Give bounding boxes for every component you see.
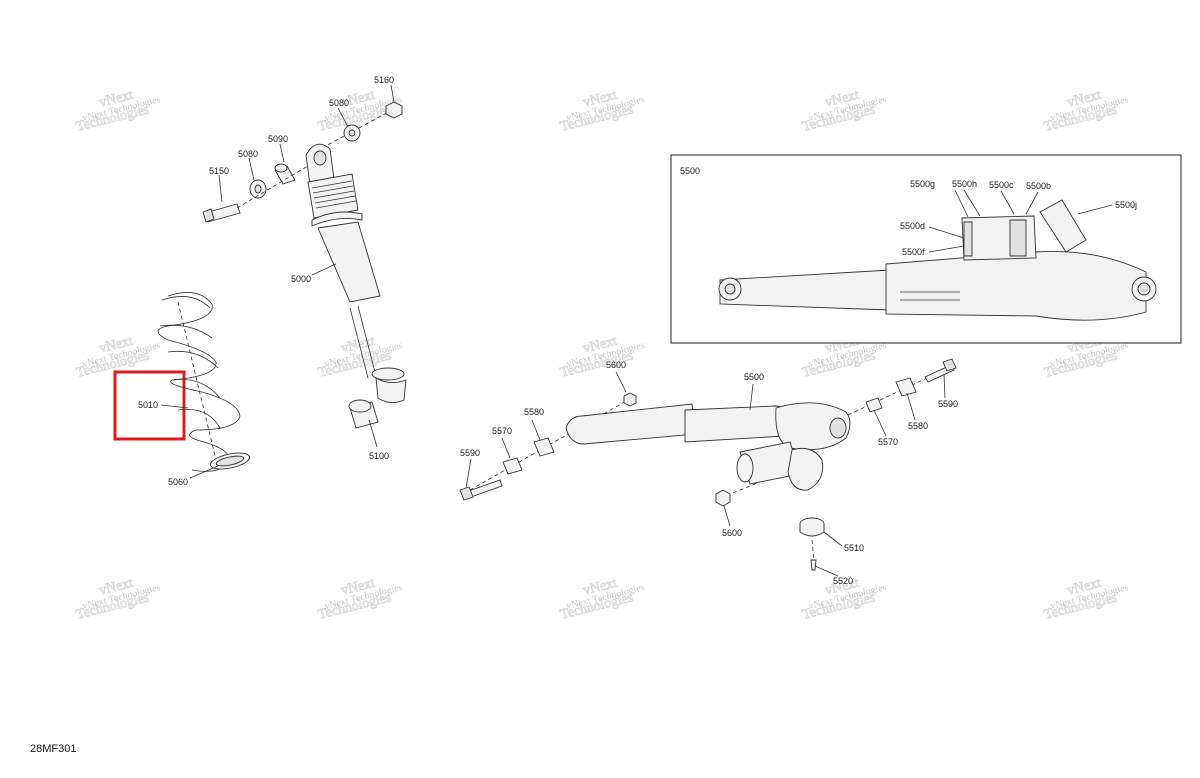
label-5500d[interactable]: 5500d xyxy=(900,221,925,231)
label-5500b[interactable]: 5500b xyxy=(1026,181,1051,191)
bolt-5590-right[interactable] xyxy=(924,358,957,383)
inset-5500 xyxy=(670,154,1182,344)
label-5570-left[interactable]: 5570 xyxy=(492,426,512,436)
adjuster-5510[interactable] xyxy=(799,517,825,537)
bushing-5580-left[interactable] xyxy=(533,437,555,457)
bolt-5150[interactable] xyxy=(202,203,241,223)
label-5500j[interactable]: 5500j xyxy=(1115,200,1137,210)
label-5590-left[interactable]: 5590 xyxy=(460,448,480,458)
label-5500h[interactable]: 5500h xyxy=(952,179,977,189)
inset-title: 5500 xyxy=(680,166,700,176)
label-5590-right[interactable]: 5590 xyxy=(938,399,958,409)
nut-5160[interactable] xyxy=(385,101,403,119)
shock-assembly-5500 xyxy=(459,358,957,571)
label-5570-right[interactable]: 5570 xyxy=(878,437,898,447)
label-5500[interactable]: 5500 xyxy=(744,372,764,382)
bushing-5580-right[interactable] xyxy=(895,377,917,397)
nut-5600-bottom[interactable] xyxy=(715,489,731,507)
bolt-5590-left[interactable] xyxy=(459,479,503,501)
callout-labels: 5160 5080 5090 5080 5150 5000 5010 5060 … xyxy=(138,75,1137,586)
spacer-5570-left[interactable] xyxy=(502,457,523,475)
label-5080-top[interactable]: 5080 xyxy=(329,98,349,108)
spacer-5570-right[interactable] xyxy=(865,397,883,413)
leader-lines xyxy=(160,84,1113,577)
label-5600-bottom[interactable]: 5600 xyxy=(722,528,742,538)
shock-assembly-5000 xyxy=(202,101,407,429)
label-5580-right[interactable]: 5580 xyxy=(908,421,928,431)
label-5520[interactable]: 5520 xyxy=(833,576,853,586)
screw-5520[interactable] xyxy=(810,559,817,571)
label-5580-left[interactable]: 5580 xyxy=(524,407,544,417)
nut-5600-top[interactable] xyxy=(623,392,637,407)
spring-5010[interactable] xyxy=(157,292,241,472)
retainer-5060[interactable] xyxy=(209,450,251,472)
label-5500g[interactable]: 5500g xyxy=(910,179,935,189)
label-5150[interactable]: 5150 xyxy=(209,166,229,176)
label-5500f[interactable]: 5500f xyxy=(902,247,925,257)
label-5080[interactable]: 5080 xyxy=(238,149,258,159)
label-5000[interactable]: 5000 xyxy=(291,274,311,284)
diagram-code: 28MF301 xyxy=(30,743,77,755)
highlight-box xyxy=(113,370,186,441)
bushing-5100[interactable] xyxy=(348,399,379,429)
label-5060[interactable]: 5060 xyxy=(168,477,188,487)
label-5090[interactable]: 5090 xyxy=(268,134,288,144)
label-5010[interactable]: 5010 xyxy=(138,400,158,410)
label-5510[interactable]: 5510 xyxy=(844,543,864,553)
label-5500c[interactable]: 5500c xyxy=(989,180,1014,190)
label-5160[interactable]: 5160 xyxy=(374,75,394,85)
label-5100[interactable]: 5100 xyxy=(369,451,389,461)
label-5600-top[interactable]: 5600 xyxy=(606,360,626,370)
spacer-5090[interactable] xyxy=(274,163,296,185)
